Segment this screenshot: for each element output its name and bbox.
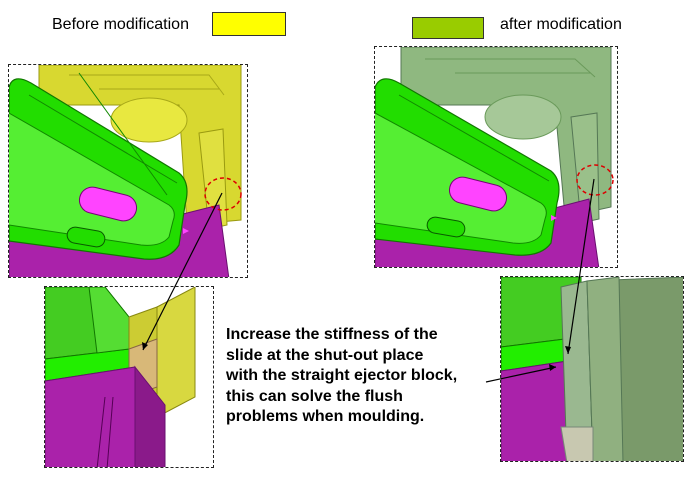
before-overview-panel: [8, 64, 248, 278]
after-detail-panel: [500, 276, 684, 462]
after-modification-swatch: [412, 17, 484, 39]
after-overview-panel: [374, 46, 618, 268]
annotation-text: Increase the stiffness of the slide at t…: [226, 326, 458, 425]
before-modification-label: Before modification: [52, 16, 189, 33]
before-detail-panel: [44, 286, 214, 468]
slot: [66, 226, 106, 248]
hole-pink: [78, 186, 138, 222]
slide-boss: [484, 94, 562, 140]
slide-boss: [110, 97, 188, 143]
slide-magenta: [45, 366, 136, 467]
hole-pink: [448, 176, 508, 212]
slot: [426, 216, 466, 238]
before-modification-swatch: [212, 12, 286, 36]
slide-magenta: [501, 358, 582, 461]
after-modification-label: after modification: [500, 16, 622, 33]
callout-circle-before: [204, 177, 242, 211]
